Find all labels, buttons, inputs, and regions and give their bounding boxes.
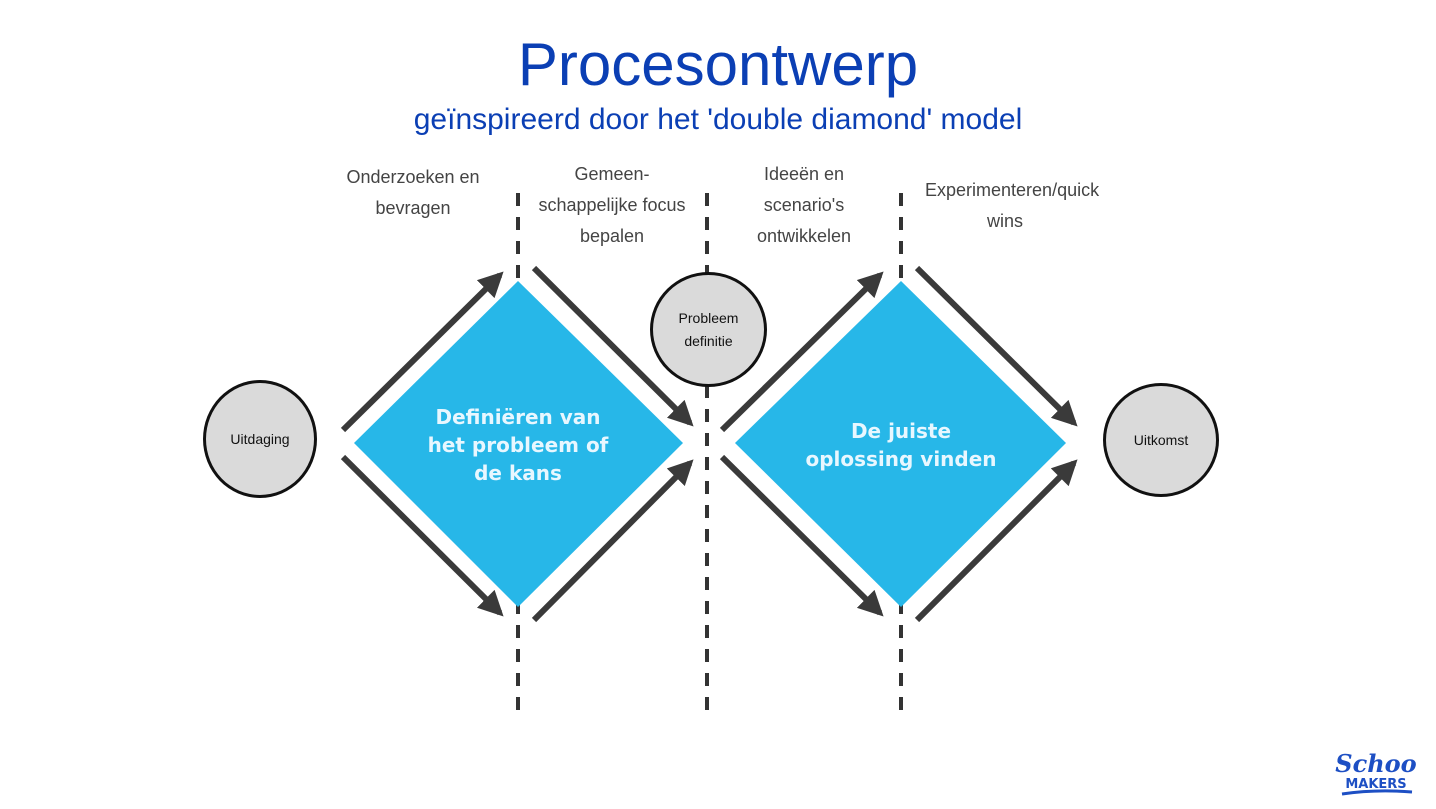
- arrow-converge-up-2: [914, 459, 1078, 623]
- arrow-converge-up-1: [531, 459, 694, 623]
- arrow-converge-down-2: [914, 265, 1078, 427]
- arrow-diverge-up-2: [719, 271, 884, 433]
- node-end: Uitkomst: [1103, 383, 1219, 497]
- diamond-define: [354, 281, 683, 607]
- node-end-label: Uitkomst: [1133, 431, 1189, 448]
- schoolmakers-logo: Schoo MAKERS: [1335, 749, 1417, 796]
- page-title: Procesontwerp: [517, 31, 919, 98]
- logo-script: Schoo: [1335, 749, 1416, 778]
- arrow-diverge-down-1: [340, 454, 504, 617]
- node-problem-definition: Probleem definitie: [650, 272, 767, 387]
- node-start: Uitdaging: [203, 380, 317, 498]
- arrow-diverge-down-2: [719, 454, 884, 617]
- diamond-deliver-label: De juiste oplossing vinden: [805, 419, 997, 471]
- node-problem-definition-label: Probleem definitie: [678, 309, 739, 349]
- phase-label-deliver: Experimenteren/quick wins: [925, 180, 1100, 231]
- arrow-diverge-up-1: [340, 271, 504, 433]
- arrow-converge-down-1: [531, 265, 694, 427]
- logo-wordmark: MAKERS: [1345, 777, 1406, 792]
- node-start-label: Uitdaging: [230, 430, 290, 447]
- diamond-deliver: [735, 281, 1066, 607]
- page-subtitle: geïnspireerd door het 'double diamond' m…: [413, 103, 1023, 136]
- diamond-define-label: Definiëren van het probleem of de kans: [427, 405, 609, 485]
- phase-label-discover: Onderzoeken en bevragen: [346, 167, 480, 218]
- logo-underline: [1341, 789, 1413, 796]
- phase-label-define: Gemeen-schappelijke focus bepalen: [538, 164, 686, 246]
- phase-label-develop: Ideeën en scenario's ontwikkelen: [756, 164, 852, 246]
